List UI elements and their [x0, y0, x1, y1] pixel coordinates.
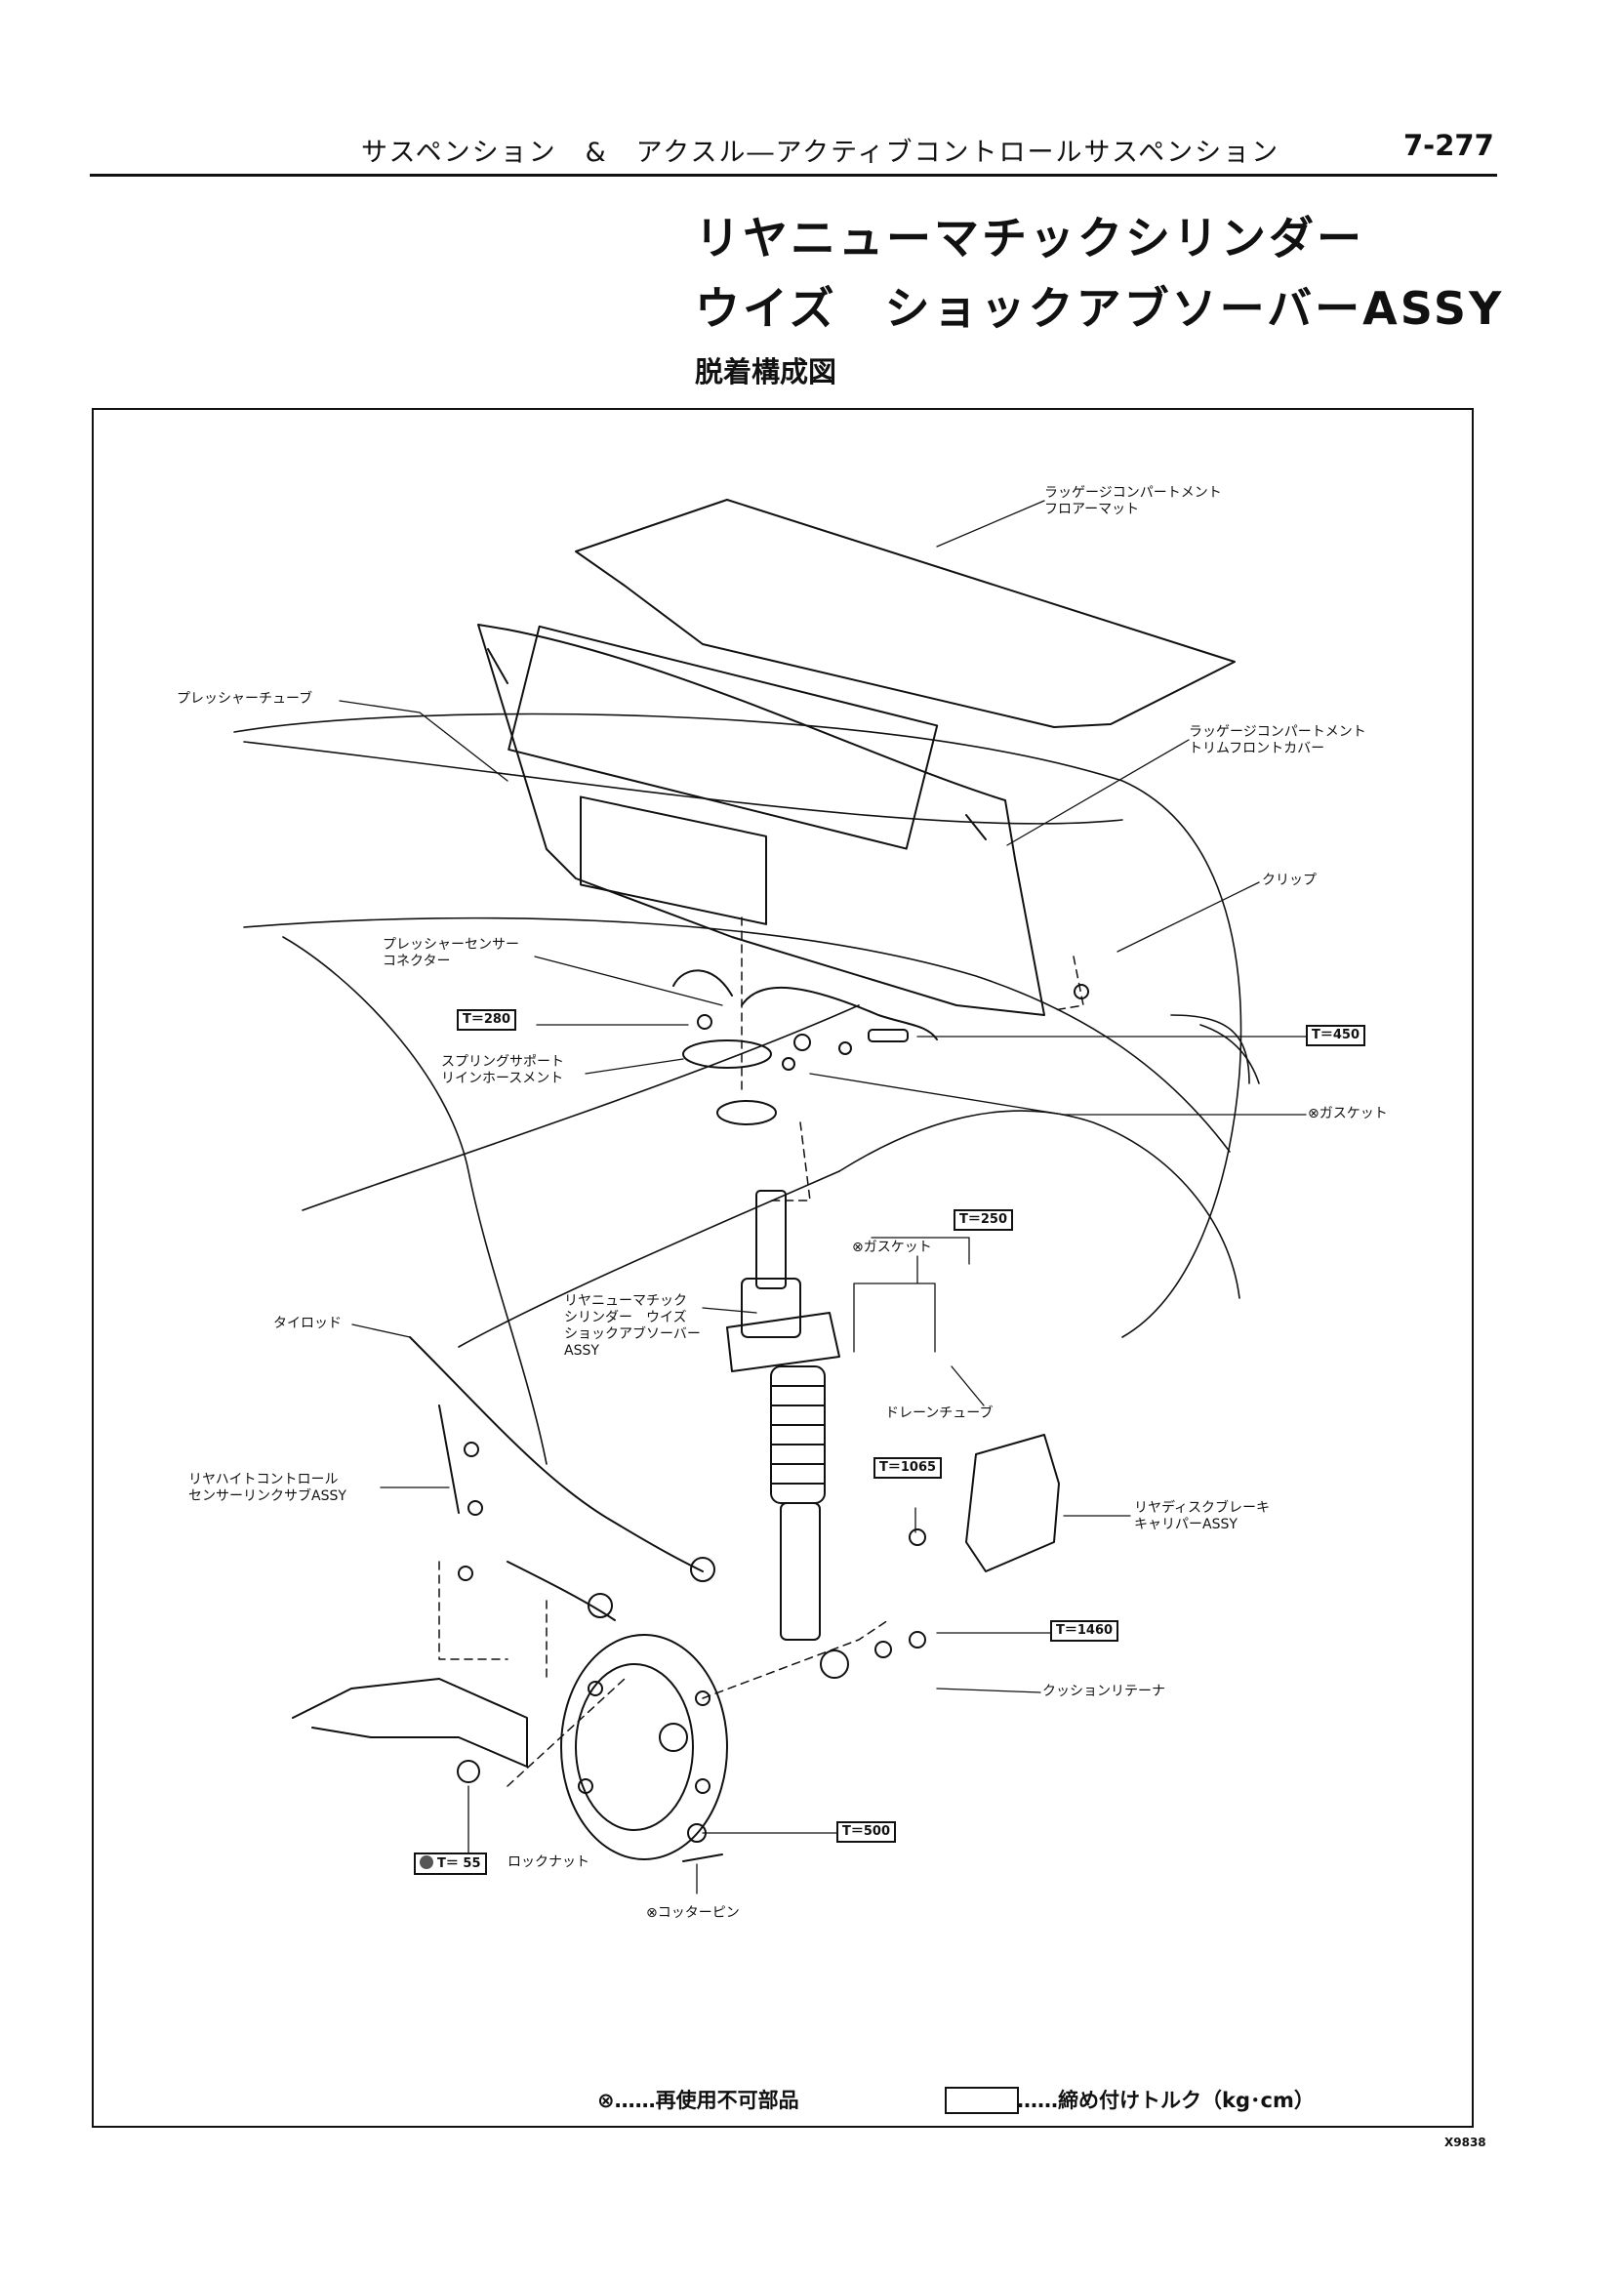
label-lock-nut: ロックナット	[508, 1854, 589, 1870]
header-rule	[90, 174, 1497, 177]
torque-1460: T＝1460	[1050, 1620, 1119, 1642]
torque-250: T＝250	[954, 1209, 1014, 1231]
small-fasteners	[682, 984, 1089, 1862]
brake-caliper	[874, 1434, 1060, 1658]
trim-front-cover	[477, 624, 1045, 1016]
label-height-sensor-link: リヤハイトコントロール センサーリンクサブASSY	[188, 1472, 346, 1504]
leader-lines	[339, 500, 1307, 1894]
height-sensor-link	[438, 1405, 483, 1581]
diagram-frame	[92, 408, 1474, 2128]
label-drain-tube: ドレーンチューブ	[885, 1405, 994, 1421]
torque-55: T＝ 55	[414, 1852, 487, 1875]
section-title: サスペンション & アクスル―アクティブコントロールサスペンション	[361, 138, 1280, 168]
tie-rod	[409, 1336, 715, 1582]
legend-torque-box	[945, 2087, 1019, 2114]
luggage-floor-mat	[575, 499, 1236, 728]
dashed-guides	[438, 916, 1084, 1787]
label-cushion-retainer: クッションリテーナ	[1042, 1684, 1165, 1699]
page-title-line1: リヤニューマチックシリンダー	[695, 212, 1364, 265]
legend-torque: ……締め付けトルク（kg･cm）	[1017, 2089, 1315, 2112]
label-luggage-floor-mat: ラッゲージコンパートメント フロアーマット	[1044, 485, 1222, 517]
torque-280: T＝280	[457, 1009, 517, 1031]
hub-and-disc	[560, 1634, 728, 1860]
label-pressure-sensor-connector: プレッシャーセンサー コネクター	[383, 937, 519, 969]
label-gasket-upper: ⊗ガスケット	[1308, 1106, 1388, 1121]
torque-500: T＝500	[836, 1821, 897, 1843]
label-tie-rod: タイロッド	[273, 1316, 342, 1331]
label-gasket-mid: ⊗ガスケット	[852, 1240, 932, 1255]
non-reusable-symbol: ⊗	[597, 2089, 615, 2112]
label-trim-front-cover: ラッゲージコンパートメント トリムフロントカバー	[1189, 724, 1366, 756]
non-reusable-icon	[420, 1855, 433, 1869]
label-clip: クリップ	[1262, 873, 1317, 888]
page-title-line2: ウイズ ショックアブソーバーASSY	[695, 282, 1505, 335]
spring-support	[682, 1014, 777, 1125]
label-spring-support: スプリングサポート リインホースメント	[441, 1054, 564, 1086]
torque-1065: T＝1065	[873, 1457, 943, 1479]
pressure-tube-lines	[672, 969, 938, 1071]
figure-code: X9838	[1444, 2136, 1486, 2149]
lower-arm	[292, 1561, 616, 1783]
torque-450: T＝450	[1306, 1025, 1366, 1046]
legend-non-reusable: ⊗……再使用不可部品	[597, 2089, 799, 2112]
label-brake-caliper: リヤディスクブレーキ キャリパーASSY	[1134, 1500, 1271, 1532]
car-body-outline	[233, 712, 1260, 1465]
label-cotter-pin: ⊗コッターピン	[646, 1905, 740, 1921]
label-cylinder-assy: リヤニューマチック シリンダー ウイズ ショックアブソーバー ASSY	[564, 1293, 701, 1359]
page-subtitle: 脱着構成図	[695, 355, 837, 388]
page-number: 7-277	[1403, 129, 1494, 162]
shock-absorber	[726, 1190, 849, 1679]
label-pressure-tube: プレッシャーチューブ	[177, 691, 313, 707]
